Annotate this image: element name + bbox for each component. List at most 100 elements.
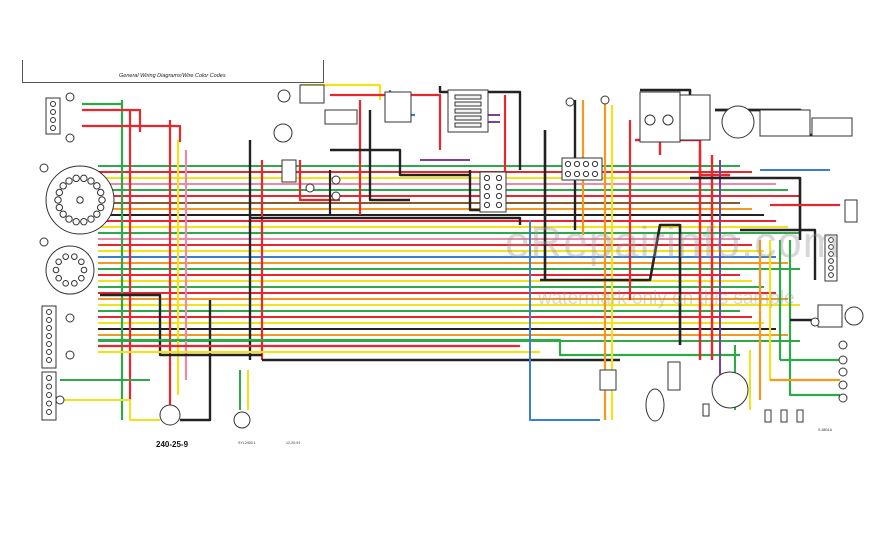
connector-pin bbox=[54, 196, 62, 204]
connector-pin bbox=[46, 333, 52, 339]
connector-pin bbox=[591, 160, 599, 168]
connector-pin bbox=[87, 215, 95, 223]
connector-pin bbox=[828, 265, 834, 271]
terminal-callout bbox=[838, 355, 848, 365]
connector-pin bbox=[96, 188, 105, 197]
watermark-text: eRepairinfo.com bbox=[505, 218, 841, 267]
alternator bbox=[711, 371, 749, 409]
wire-black bbox=[368, 110, 410, 202]
title-block: General Wiring Diagrams/Wire Color Codes bbox=[22, 60, 324, 83]
connector-pin bbox=[46, 349, 52, 355]
connector-pin bbox=[50, 101, 56, 107]
diagram-title: General Wiring Diagrams/Wire Color Codes bbox=[119, 73, 226, 79]
inline-fuse bbox=[796, 409, 804, 423]
connector-pin bbox=[495, 192, 503, 200]
connector-pin bbox=[55, 203, 64, 212]
connector-pin bbox=[564, 170, 572, 178]
connector-pin bbox=[46, 309, 52, 315]
connector-round-bottom bbox=[159, 404, 181, 426]
terminal-callout bbox=[65, 350, 75, 360]
connector-pin bbox=[46, 392, 52, 398]
wire-black bbox=[330, 148, 470, 177]
switch-box bbox=[299, 84, 325, 104]
connector-pin bbox=[828, 272, 834, 278]
switch-terminal bbox=[331, 191, 341, 201]
battery-relay bbox=[679, 94, 711, 141]
connector-pin bbox=[87, 177, 95, 185]
connector-pin bbox=[483, 174, 491, 182]
connector-pin bbox=[828, 251, 834, 257]
wire-black bbox=[100, 293, 262, 357]
connector-pin bbox=[80, 217, 88, 226]
switch-box bbox=[844, 199, 858, 223]
wire-red bbox=[82, 124, 182, 142]
fuel-sender bbox=[645, 388, 665, 422]
inline-fuse bbox=[780, 409, 788, 423]
wire-green bbox=[98, 338, 740, 357]
connector-pin bbox=[59, 210, 67, 218]
connector-pin bbox=[46, 341, 52, 347]
inline-fuse bbox=[764, 409, 772, 423]
connector-pin bbox=[98, 196, 106, 204]
fuse bbox=[454, 122, 482, 128]
connector-block-center bbox=[479, 171, 507, 213]
connector-pin bbox=[828, 258, 834, 264]
connector-pin bbox=[62, 280, 69, 287]
connector-inline bbox=[599, 369, 617, 391]
relay-coil bbox=[277, 89, 291, 103]
connector-pin bbox=[591, 170, 599, 178]
connector-pin bbox=[71, 253, 78, 260]
connector-pin bbox=[582, 170, 590, 178]
connector-pin bbox=[46, 375, 52, 381]
footer-left: SYL2400.1 bbox=[238, 441, 256, 445]
connector-pin bbox=[495, 201, 503, 209]
connector-pin bbox=[495, 183, 503, 191]
terminal-callout bbox=[838, 380, 848, 390]
terminal-callout bbox=[838, 367, 848, 377]
connector-pin bbox=[55, 188, 64, 197]
relay-terminal bbox=[644, 114, 656, 126]
footer-right: 12-20-91 bbox=[286, 441, 301, 445]
connector-pin bbox=[72, 217, 80, 226]
wire-red bbox=[82, 108, 142, 132]
switch-box bbox=[324, 109, 358, 125]
fuse bbox=[454, 115, 482, 121]
connector-round-small bbox=[45, 245, 95, 295]
connector-pin bbox=[71, 280, 78, 287]
wire-black bbox=[740, 228, 817, 280]
connector-pin bbox=[564, 160, 572, 168]
connector-block-right bbox=[824, 234, 838, 282]
connector-pin bbox=[483, 183, 491, 191]
connector-pin bbox=[46, 357, 52, 363]
connector-pin bbox=[65, 177, 73, 185]
connector-pin bbox=[50, 125, 56, 131]
components bbox=[39, 84, 864, 429]
horn bbox=[273, 123, 293, 143]
terminal-callout bbox=[55, 395, 65, 405]
connector-pin bbox=[80, 266, 88, 274]
terminal-callout bbox=[65, 313, 75, 323]
terminal-callout bbox=[810, 317, 820, 327]
connector-pin bbox=[55, 258, 62, 266]
terminal-callout bbox=[65, 92, 75, 102]
switch-terminal bbox=[305, 183, 315, 193]
connector-pin bbox=[62, 253, 69, 260]
wire-red bbox=[330, 93, 442, 150]
connector-pin bbox=[80, 174, 88, 183]
terminal-callout bbox=[39, 163, 49, 173]
connector-pin bbox=[483, 201, 491, 209]
terminal-callout bbox=[39, 237, 49, 247]
connector-pin bbox=[50, 109, 56, 115]
page-code: 240-25-9 bbox=[156, 440, 189, 449]
connector-pin bbox=[78, 274, 85, 282]
wire-black bbox=[690, 176, 802, 240]
wire-black bbox=[250, 216, 522, 225]
relay-terminal bbox=[662, 114, 674, 126]
lamp bbox=[565, 97, 575, 107]
wire-harness bbox=[60, 83, 845, 422]
relay-box bbox=[281, 159, 297, 183]
terminal-callout bbox=[65, 133, 75, 143]
switch-terminal bbox=[331, 175, 341, 185]
connector-pin bbox=[828, 237, 834, 243]
